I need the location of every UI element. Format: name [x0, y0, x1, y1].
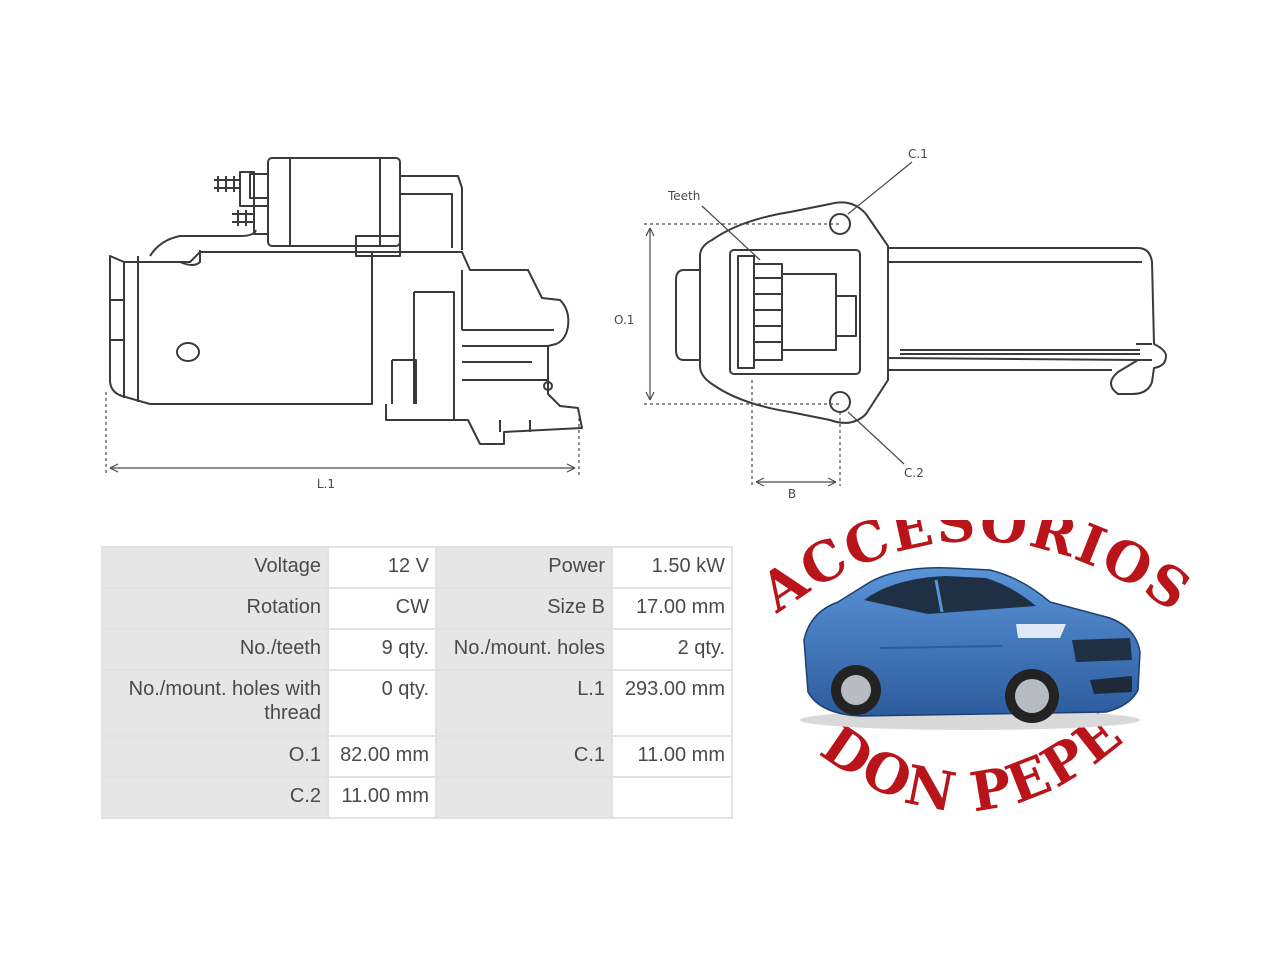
dimension-l1-label: L.1 [317, 477, 335, 491]
spec-label: O.1 [101, 735, 329, 778]
spec-label: Rotation [101, 587, 329, 630]
spec-label: No./mount. holes [435, 628, 613, 671]
dimension-b-label: B [788, 487, 796, 501]
specs-table: Voltage 12 V Power 1.50 kW Rotation CW S… [101, 546, 733, 819]
spec-value: 0 qty. [327, 669, 437, 737]
spec-label: Voltage [101, 546, 329, 589]
spec-value [611, 776, 733, 819]
spec-value: 9 qty. [327, 628, 437, 671]
spec-label: C.2 [101, 776, 329, 819]
spec-label: No./teeth [101, 628, 329, 671]
spec-label: C.1 [435, 735, 613, 778]
spec-label: No./mount. holes with thread [101, 669, 329, 737]
spec-label: L.1 [435, 669, 613, 737]
dimension-o1-label: O.1 [614, 313, 634, 327]
spec-value: 82.00 mm [327, 735, 437, 778]
spec-value: 12 V [327, 546, 437, 589]
starter-side-view [105, 157, 583, 476]
spec-value: 2 qty. [611, 628, 733, 671]
spec-value: CW [327, 587, 437, 630]
table-row: O.1 82.00 mm C.1 11.00 mm [101, 735, 733, 778]
spec-value: 11.00 mm [611, 735, 733, 778]
car-image [800, 567, 1141, 730]
table-row: C.2 11.00 mm [101, 776, 733, 819]
table-row: No./mount. holes with thread 0 qty. L.1 … [101, 669, 733, 737]
dimension-c2-label: C.2 [904, 466, 924, 480]
table-row: No./teeth 9 qty. No./mount. holes 2 qty. [101, 628, 733, 671]
dimension-c1-label: C.1 [908, 147, 928, 161]
starter-end-view [644, 161, 1167, 487]
table-row: Voltage 12 V Power 1.50 kW [101, 546, 733, 589]
spec-label [435, 776, 613, 819]
spec-value: 293.00 mm [611, 669, 733, 737]
accesorios-don-pepe-logo: ACCESORIOS DON PEPE [760, 520, 1190, 825]
spec-value: 17.00 mm [611, 587, 733, 630]
table-row: Rotation CW Size B 17.00 mm [101, 587, 733, 630]
spec-label: Power [435, 546, 613, 589]
spec-label: Size B [435, 587, 613, 630]
spec-value: 1.50 kW [611, 546, 733, 589]
spec-value: 11.00 mm [327, 776, 437, 819]
teeth-label: Teeth [667, 189, 700, 203]
